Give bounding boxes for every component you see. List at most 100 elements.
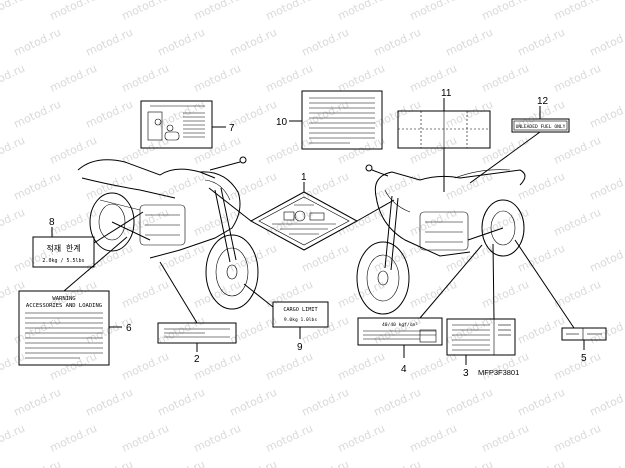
watermark-text: motod.ru	[120, 134, 171, 167]
korean-cargo-values: 2.0kg / 5.5lbs	[42, 258, 84, 264]
watermark-text: motod.ru	[48, 422, 99, 455]
watermark-text: motod.ru	[372, 26, 423, 59]
label-4-decal: 40/40 kgf/cm²	[357, 317, 443, 346]
watermark-text: motod.ru	[264, 350, 315, 383]
watermark-text: motod.ru	[300, 458, 351, 468]
watermark-text: motod.ru	[552, 0, 603, 23]
watermark-text: motod.ru	[552, 206, 603, 239]
watermark-text: motod.ru	[300, 386, 351, 419]
unleaded-fuel-text: UNLEADED FUEL ONLY	[516, 124, 566, 130]
watermark-text: motod.ru	[372, 242, 423, 275]
watermark-text: motod.ru	[120, 350, 171, 383]
watermark-text: motod.ru	[588, 98, 625, 131]
watermark-text: motod.ru	[48, 62, 99, 95]
watermark-text: motod.ru	[0, 206, 27, 239]
watermark-text: motod.ru	[408, 278, 459, 311]
watermark-text: motod.ru	[0, 350, 27, 383]
watermark-text: motod.ru	[552, 350, 603, 383]
cargo-limit-title: CARGO LIMIT	[283, 307, 317, 313]
watermark-text: motod.ru	[228, 386, 279, 419]
label-8-decal: 적재 한계 2.0kg / 5.5lbs	[32, 236, 95, 268]
label-9-decal: CARGO LIMIT 9.0kg 1.0lbs	[272, 301, 329, 328]
label-12-decal	[511, 118, 570, 133]
watermark-text: motod.ru	[480, 278, 531, 311]
watermark-text: motod.ru	[588, 26, 625, 59]
watermark-text: motod.ru	[228, 26, 279, 59]
callout-6: 6	[126, 323, 132, 334]
watermark-text: motod.ru	[228, 98, 279, 131]
warning-title: WARNING	[52, 296, 75, 302]
watermark-text: motod.ru	[336, 62, 387, 95]
watermark-text: motod.ru	[84, 242, 135, 275]
label-10-decal	[301, 90, 383, 150]
watermark-text: motod.ru	[516, 386, 567, 419]
watermark-text: motod.ru	[156, 458, 207, 468]
watermark-text: motod.ru	[12, 26, 63, 59]
warning-subtitle: ACCESSORIES AND LOADING	[26, 303, 102, 309]
watermark-text: motod.ru	[12, 98, 63, 131]
watermark-text: motod.ru	[372, 98, 423, 131]
callout-1: 1	[301, 172, 307, 183]
callout-11: 11	[441, 88, 452, 99]
label-3-decal	[446, 318, 516, 356]
motorcycle-right-view	[356, 164, 526, 315]
watermark-text: motod.ru	[372, 386, 423, 419]
watermark-text: motod.ru	[12, 170, 63, 203]
watermark-text: motod.ru	[48, 0, 99, 23]
watermark-text: motod.ru	[300, 242, 351, 275]
watermark-text: motod.ru	[552, 422, 603, 455]
watermark-text: motod.ru	[372, 458, 423, 468]
watermark-text: motod.ru	[192, 62, 243, 95]
watermark-text: motod.ru	[336, 134, 387, 167]
watermark-text: motod.ru	[300, 170, 351, 203]
watermark-text: motod.ru	[264, 134, 315, 167]
label-6-decal: WARNING ACCESSORIES AND LOADING	[18, 290, 110, 366]
watermark-text: motod.ru	[372, 314, 423, 347]
watermark-text: motod.ru	[120, 62, 171, 95]
watermark-text: motod.ru	[0, 134, 27, 167]
watermark-text: motod.ru	[12, 386, 63, 419]
watermark-text: motod.ru	[192, 134, 243, 167]
watermark-text: motod.ru	[84, 386, 135, 419]
callout-2: 2	[194, 354, 200, 365]
watermark-text: motod.ru	[120, 278, 171, 311]
watermark-text: motod.ru	[516, 242, 567, 275]
watermark-text: motod.ru	[300, 98, 351, 131]
watermark-text: motod.ru	[120, 0, 171, 23]
callout-12: 12	[537, 96, 549, 107]
watermark-text: motod.ru	[264, 0, 315, 23]
watermark-text: motod.ru	[84, 26, 135, 59]
watermark-text: motod.ru	[228, 458, 279, 468]
watermark-text: motod.ru	[48, 350, 99, 383]
watermark-text: motod.ru	[156, 26, 207, 59]
callout-5: 5	[581, 353, 587, 364]
callout-7: 7	[229, 123, 235, 134]
watermark-text: motod.ru	[156, 242, 207, 275]
watermark-text: motod.ru	[408, 0, 459, 23]
watermark-text: motod.ru	[444, 98, 495, 131]
callout-8: 8	[49, 217, 55, 228]
watermark-text: motod.ru	[444, 458, 495, 468]
watermark-text: motod.ru	[0, 422, 27, 455]
watermark-text: motod.ru	[480, 422, 531, 455]
watermark-text: motod.ru	[228, 314, 279, 347]
watermark-text: motod.ru	[444, 26, 495, 59]
watermark-text: motod.ru	[120, 422, 171, 455]
watermark-text: motod.ru	[264, 62, 315, 95]
watermark-text: motod.ru	[0, 62, 27, 95]
watermark-text: motod.ru	[0, 0, 27, 23]
drawing-code: MFP3F3801	[478, 368, 519, 377]
callout-4: 4	[401, 364, 407, 375]
watermark-text: motod.ru	[588, 242, 625, 275]
watermark-text: motod.ru	[588, 386, 625, 419]
watermark-text: motod.ru	[336, 422, 387, 455]
watermark-text: motod.ru	[336, 350, 387, 383]
watermark-text: motod.ru	[156, 170, 207, 203]
watermark-text: motod.ru	[192, 0, 243, 23]
watermark-text: motod.ru	[552, 134, 603, 167]
watermark-text: motod.ru	[516, 314, 567, 347]
tire-pressure-text: 40/40 kgf/cm²	[382, 322, 418, 328]
watermark-text: motod.ru	[588, 170, 625, 203]
watermark-text: motod.ru	[156, 314, 207, 347]
